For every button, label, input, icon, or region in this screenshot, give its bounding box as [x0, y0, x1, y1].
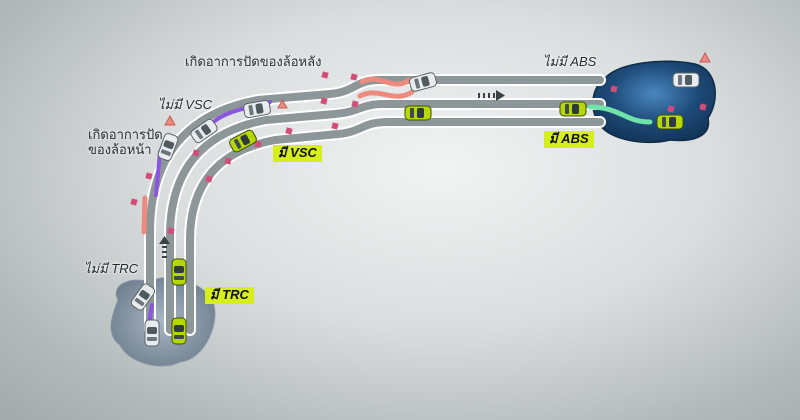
cone	[331, 122, 339, 130]
label-no-vsc: ไม่มี VSC	[158, 97, 213, 112]
car-without-system	[672, 72, 700, 88]
skid-mark-rear-2	[357, 89, 415, 99]
cone	[285, 127, 293, 135]
label-front-wheel-skid: เกิดอาการปัด ของล้อหน้า	[88, 127, 163, 157]
cone	[321, 71, 329, 79]
direction-arrow-vertical	[159, 236, 170, 258]
car-with-system	[229, 129, 257, 153]
car-without-system	[157, 133, 179, 161]
triangle-marker	[699, 51, 711, 63]
cone	[224, 157, 232, 165]
label-no-trc: ไม่มี TRC	[84, 261, 139, 276]
cone	[667, 105, 675, 113]
skid-mark-rear-1	[359, 76, 413, 87]
road-lane-inner-asphalt	[186, 118, 604, 334]
label-with-vsc: มี VSC	[273, 145, 322, 162]
car-without-system	[190, 118, 218, 144]
cone	[167, 227, 175, 235]
road-lane-middle-asphalt	[166, 100, 604, 334]
cone	[254, 140, 262, 148]
trail-front-skid	[154, 150, 162, 197]
cone	[350, 73, 358, 81]
car-without-system	[144, 319, 160, 347]
car-without-system	[409, 72, 437, 92]
label-no-abs: ไม่มี ABS	[543, 54, 597, 69]
car-without-system	[130, 283, 156, 311]
cone	[145, 172, 153, 180]
cone	[351, 100, 359, 108]
water-puddle-start	[110, 277, 216, 367]
cone	[192, 149, 200, 157]
label-rear-wheel-skid: เกิดอาการปัดของล้อหลัง	[185, 54, 322, 69]
car-with-system	[171, 258, 187, 286]
road-lanes	[144, 74, 606, 336]
cone	[610, 85, 618, 93]
car-without-system	[243, 99, 271, 119]
triangle-markers	[164, 51, 711, 126]
cars	[130, 72, 700, 347]
cone	[320, 97, 328, 105]
road-lane-outer-asphalt	[146, 76, 604, 334]
cone	[205, 175, 213, 183]
cone	[699, 103, 707, 111]
car-with-system	[171, 317, 187, 345]
skid-mark-front	[141, 195, 148, 235]
triangle-marker	[164, 114, 176, 126]
label-with-trc: มี TRC	[205, 287, 254, 304]
direction-arrow-horizontal	[478, 90, 505, 101]
car-with-system	[656, 114, 684, 130]
triangle-marker	[277, 98, 288, 109]
cone	[130, 198, 138, 206]
car-with-system	[404, 105, 432, 121]
trail-with-abs	[587, 104, 653, 125]
label-with-abs: มี ABS	[544, 131, 594, 148]
skid-marks	[141, 76, 415, 235]
car-with-system	[559, 101, 587, 117]
